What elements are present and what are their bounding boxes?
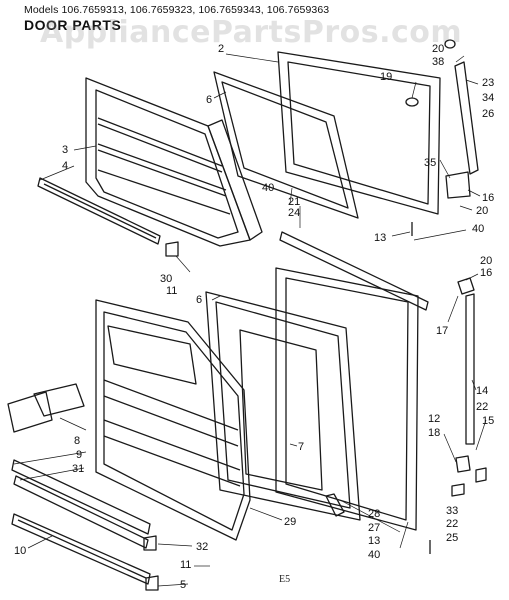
- fresh-food-door-inner-liner: [95, 299, 251, 541]
- callout-20: 20: [480, 255, 492, 267]
- callout-2: 2: [218, 43, 224, 55]
- callout-34: 34: [482, 92, 494, 104]
- callout-6: 6: [206, 94, 212, 106]
- callout-30: 30: [160, 273, 172, 285]
- callout-21: 21: [288, 196, 300, 208]
- fresh-food-door-panel: [275, 267, 419, 531]
- callout-33: 33: [446, 505, 458, 517]
- callout-11: 11: [180, 559, 191, 571]
- callout-29: 29: [284, 516, 296, 528]
- callout-20: 20: [432, 43, 444, 55]
- callout-13: 13: [368, 535, 380, 547]
- callout-31: 31: [72, 463, 84, 475]
- callout-12: 12: [428, 413, 440, 425]
- callout-40: 40: [368, 549, 380, 561]
- fresh-food-door-gasket: [205, 291, 361, 521]
- leader-lines: [13, 53, 487, 587]
- callout-6: 6: [196, 294, 202, 306]
- callout-20: 20: [476, 205, 488, 217]
- callout-4: 4: [62, 160, 68, 172]
- callout-15: 15: [482, 415, 494, 427]
- callout-labels: 2 6 3 4 40 21 24 13 30 11 6 20 38 19 23 …: [14, 43, 494, 591]
- callout-17: 17: [436, 325, 448, 337]
- models-line: Models 106.7659313, 106.7659323, 106.765…: [24, 4, 330, 16]
- callout-16: 16: [482, 192, 494, 204]
- freezer-door-breaker-strip: [37, 177, 161, 245]
- callout-18: 18: [428, 427, 440, 439]
- callout-19: 19: [380, 71, 392, 83]
- callout-7: 7: [298, 441, 304, 453]
- callout-23: 23: [482, 77, 494, 89]
- callout-38: 38: [432, 56, 444, 68]
- callout-14: 14: [476, 385, 488, 397]
- freezer-door-inner-liner: [85, 77, 263, 247]
- page-code: E5: [279, 574, 291, 585]
- callout-28: 28: [368, 508, 380, 520]
- callout-10: 10: [14, 545, 26, 557]
- callout-26: 26: [482, 108, 494, 120]
- callout-40: 40: [472, 223, 484, 235]
- diagram-title: DOOR PARTS: [24, 17, 122, 33]
- callout-24: 24: [288, 207, 300, 219]
- lower-breaker-strips: [11, 459, 151, 585]
- callout-3: 3: [62, 144, 68, 156]
- callout-16: 16: [480, 267, 492, 279]
- lower-hinge-parts: [143, 277, 487, 591]
- callout-11: 11: [166, 285, 177, 297]
- freezer-door-panel: [277, 51, 441, 215]
- watermark: AppliancePartsPros.com: [40, 15, 463, 50]
- callout-5: 5: [180, 579, 186, 591]
- callout-27: 27: [368, 522, 380, 534]
- callout-40: 40: [262, 182, 274, 194]
- callout-9: 9: [76, 449, 82, 461]
- callout-32: 32: [196, 541, 208, 553]
- callout-22: 22: [476, 401, 488, 413]
- freezer-door-gasket: [213, 71, 359, 219]
- freezer-hinge-parts: [165, 39, 479, 311]
- dairy-door-and-bin: [7, 383, 85, 433]
- callout-8: 8: [74, 435, 80, 447]
- callout-25: 25: [446, 532, 458, 544]
- callout-13: 13: [374, 232, 386, 244]
- callout-22: 22: [446, 518, 458, 530]
- callout-35: 35: [424, 157, 436, 169]
